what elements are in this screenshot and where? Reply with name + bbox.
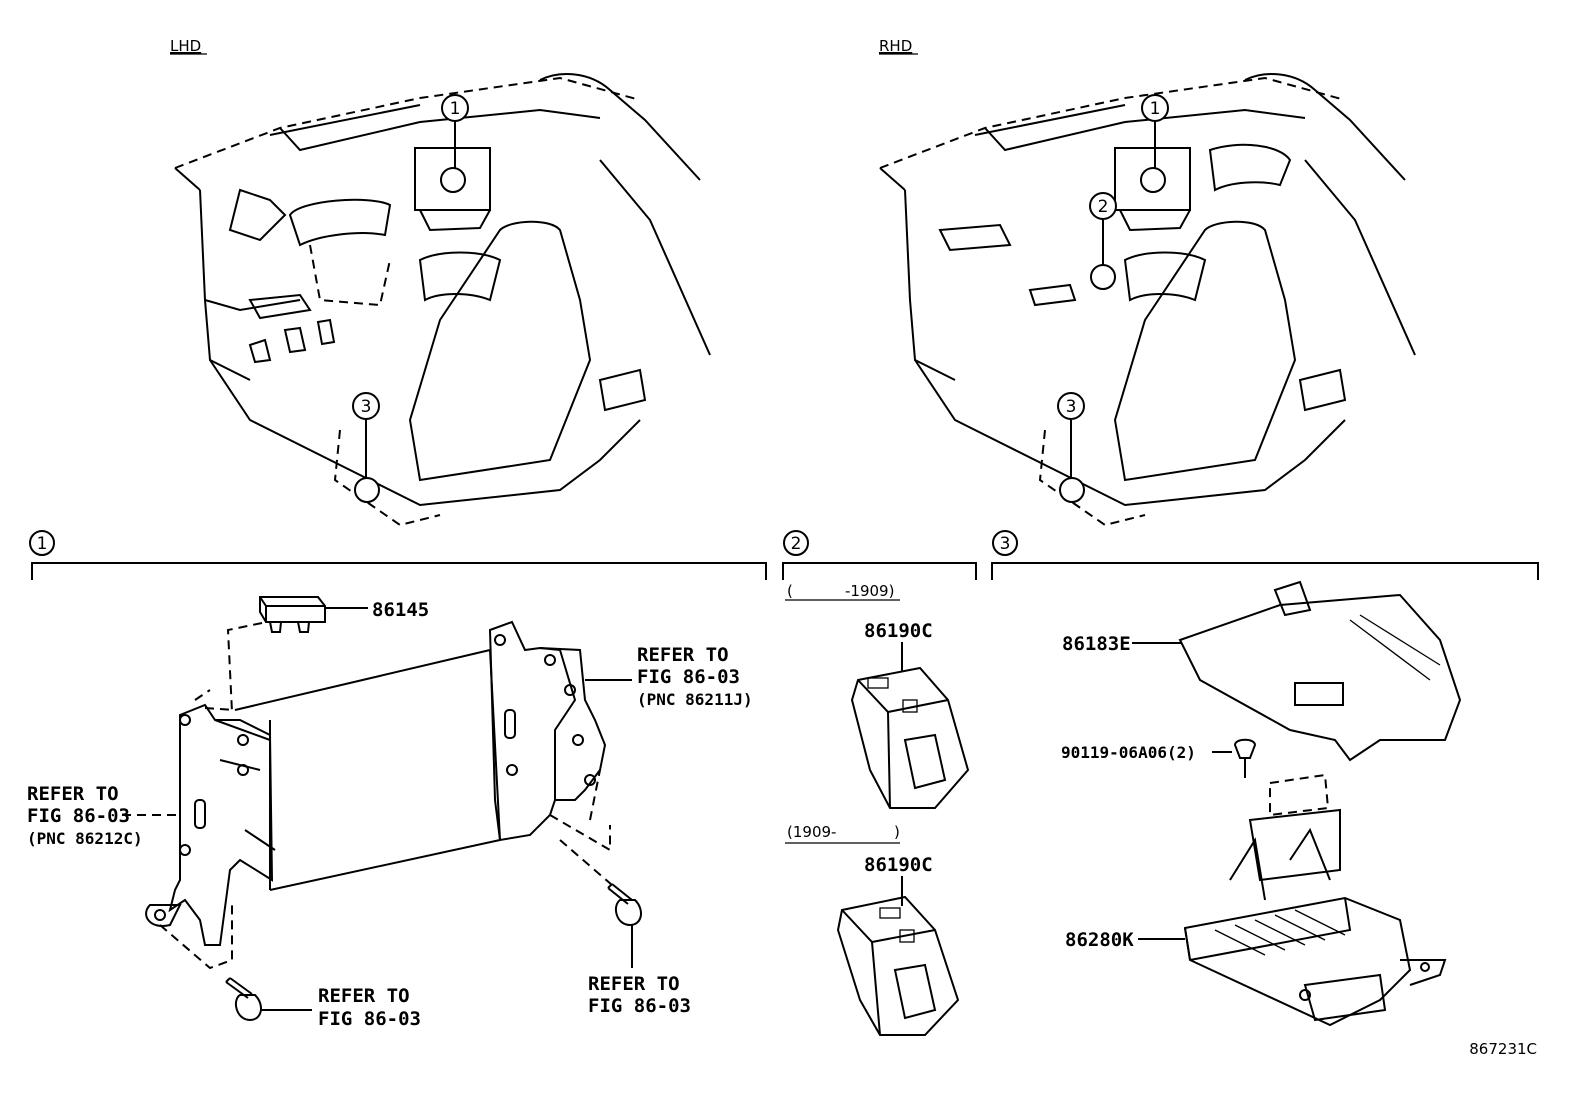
bolt-90119-drawing (1233, 738, 1257, 778)
relay-86145-drawing (259, 596, 326, 633)
head-unit-body (234, 649, 501, 891)
refer-left-line2: FIG 86-03 (27, 805, 130, 827)
screw-left-bottom (225, 977, 262, 1022)
lhd-callout-1-number: 1 (450, 99, 461, 119)
lhd-callout-3-number: 3 (361, 397, 372, 417)
section-1-number: 1 (37, 534, 48, 554)
lhd-location-1-marker (440, 167, 466, 193)
refer-left-line1: REFER TO (27, 783, 119, 805)
switch-86190c-a-drawing (850, 666, 970, 809)
section-3-bracket (991, 562, 1539, 580)
rhd-callout-3-number: 3 (1066, 397, 1077, 417)
section-2-parts: ( -1909) 86190C (1909- ) 86190C (785, 582, 970, 1036)
switch-86190c-b-drawing (836, 895, 960, 1036)
rhd-dashboard-view: RHD 1 2 3 (879, 37, 1416, 527)
left-bracket (168, 703, 274, 946)
rhd-label: RHD (879, 37, 912, 55)
part-86145-label: 86145 (372, 599, 429, 621)
rhd-location-3-marker (1059, 477, 1085, 503)
lhd-location-3-marker (354, 477, 380, 503)
lhd-dashboard-view: LHD 1 3 (170, 37, 711, 527)
section-headers: 1 2 3 (29, 530, 1539, 580)
rhd-location-2-marker (1090, 264, 1116, 290)
section-2-bracket (782, 562, 977, 580)
refer-bottom-left-line1: REFER TO (318, 985, 410, 1007)
section-1-bracket (31, 562, 767, 580)
rhd-callout-2-number: 2 (1098, 197, 1109, 217)
refer-left-line3: (PNC 86212C) (27, 829, 143, 848)
section-1-parts: 86145 REFER TO FIG 86-03 REFER TO FIG 86… (27, 596, 753, 1030)
figure-code: 867231C (1469, 1040, 1537, 1058)
screw-right-bottom (607, 883, 642, 927)
date-range-2-start: (1909- (787, 823, 836, 841)
rhd-callout-1-number: 1 (1150, 99, 1161, 119)
date-range-2-close: ) (894, 823, 900, 841)
refer-right-line1: REFER TO (637, 644, 729, 666)
rhd-location-1-marker (1140, 167, 1166, 193)
date-range-1-end: -1909) (845, 582, 894, 600)
part-86183e-label: 86183E (1062, 633, 1131, 655)
section-2-number: 2 (791, 534, 802, 554)
refer-bottom-left-line2: FIG 86-03 (318, 1008, 421, 1030)
refer-bottom-right-line1: REFER TO (588, 973, 680, 995)
section-3-callout (992, 530, 1018, 556)
part-90119-label: 90119-06A06(2) (1061, 743, 1196, 762)
section-3-number: 3 (1000, 534, 1011, 554)
part-86280k-label: 86280K (1065, 929, 1134, 951)
section-1-callout (29, 530, 55, 556)
cover-86183e-drawing (1178, 580, 1462, 762)
lhd-label: LHD (170, 37, 201, 55)
section-2-callout (783, 530, 809, 556)
part-86190c-b-label: 86190C (864, 854, 933, 876)
refer-bottom-right-line2: FIG 86-03 (588, 995, 691, 1017)
ecu-86280k-drawing (1183, 808, 1447, 1027)
section-3-parts: 86183E 90119-06A06(2) 86280K (1061, 580, 1462, 1027)
date-range-1-open: ( (787, 582, 793, 600)
part-86190c-a-label: 86190C (864, 620, 933, 642)
refer-right-line3: (PNC 86211J) (637, 690, 753, 709)
refer-right-line2: FIG 86-03 (637, 666, 740, 688)
